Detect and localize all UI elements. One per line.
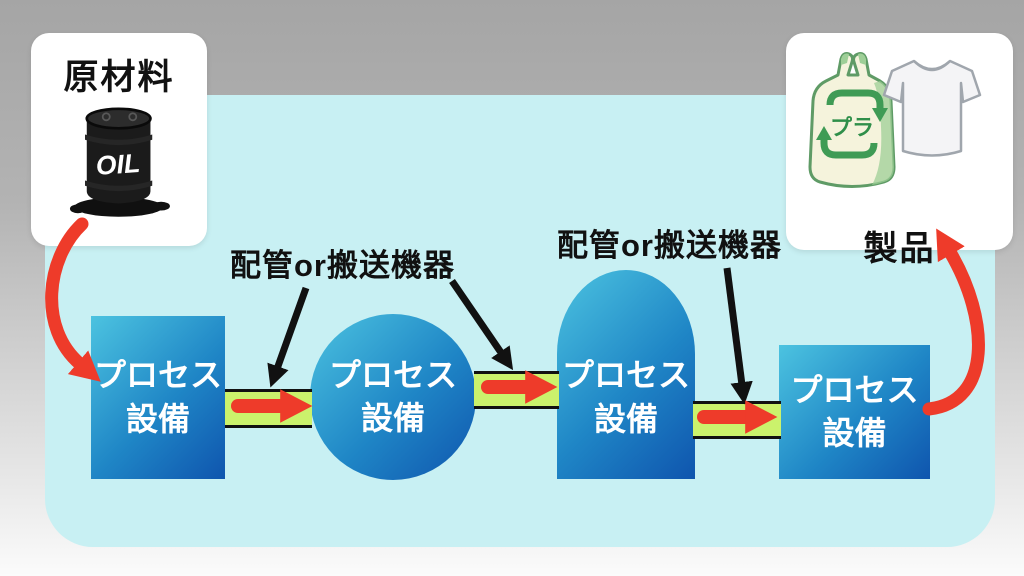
raw-material-title: 原材料: [63, 58, 175, 97]
raw-material-card: 原材料 OIL: [31, 33, 207, 246]
product-card: プラ 製品: [786, 33, 1013, 268]
process-unit-4-label-line2: 設備: [822, 415, 887, 451]
process-unit-2: プロセス 設備: [310, 314, 476, 480]
process-unit-1-label-line2: 設備: [125, 400, 190, 437]
process-unit-2-label-line1: プロセス: [328, 356, 457, 393]
plastic-bag-icon: プラ: [796, 47, 908, 193]
product-title: 製品: [863, 230, 936, 268]
process-unit-1: プロセス 設備: [91, 316, 225, 479]
connector-duct-1: [225, 389, 312, 428]
pipe-label-2: 配管or搬送機器: [557, 228, 782, 263]
process-unit-2-label-line2: 設備: [360, 400, 425, 436]
plastic-recycle-mark-label: プラ: [830, 115, 874, 140]
oil-barrel-label: OIL: [95, 148, 141, 181]
process-unit-3-label-line2: 設備: [593, 400, 658, 437]
process-unit-4: プロセス 設備: [779, 345, 930, 479]
process-unit-3-label-line1: プロセス: [561, 357, 690, 394]
process-unit-4-label-line1: プロセス: [790, 371, 919, 408]
process-unit-3: プロセス 設備: [557, 270, 695, 479]
oil-barrel-icon: OIL: [62, 95, 177, 227]
pipe-label-1: 配管or搬送機器: [230, 248, 455, 283]
process-unit-1-label-line1: プロセス: [93, 357, 222, 394]
connector-duct-2: [474, 371, 559, 409]
connector-duct-3: [693, 401, 781, 439]
tshirt-icon: [882, 55, 982, 163]
